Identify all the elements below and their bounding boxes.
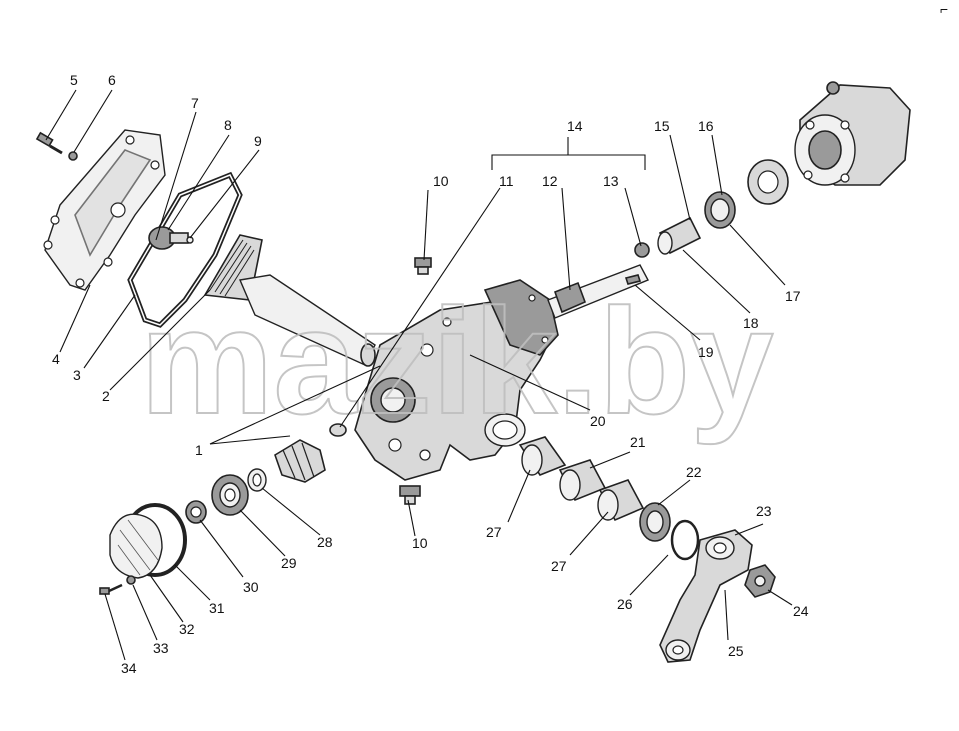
label-18: 18 [743,315,759,331]
part-ball-bearing [211,474,249,516]
label-27-b: 27 [551,558,567,574]
label-31: 31 [209,600,225,616]
label-30: 30 [243,579,259,595]
part-filler-plug-top [414,257,432,275]
part-bushing [657,216,702,255]
part-cover-bolt [35,131,78,161]
part-oil-seal [639,502,671,542]
callout-labels: 1 2 3 4 5 6 7 8 9 10 10 11 12 13 14 15 1… [52,72,809,676]
label-14: 14 [567,118,583,134]
label-10-top: 10 [433,173,449,189]
label-17: 17 [785,288,801,304]
part-key [624,274,642,285]
label-29: 29 [281,555,297,571]
part-sector-shaft [203,234,376,367]
label-33: 33 [153,640,169,656]
part-sleeve-3 [597,479,645,522]
label-8: 8 [224,117,232,133]
label-4: 4 [52,351,60,367]
label-11: 11 [499,173,514,189]
part-bearing-cap [747,159,789,205]
label-1: 1 [195,442,203,458]
part-small-plug [329,423,347,437]
part-snap-ring [670,519,700,561]
label-10-bottom: 10 [412,535,428,551]
label-23: 23 [756,503,772,519]
label-21: 21 [630,434,646,450]
label-28: 28 [317,534,333,550]
label-5: 5 [70,72,78,88]
part-rubber-boot [274,439,326,483]
label-19: 19 [698,344,714,360]
part-end-bolt [99,583,123,595]
label-7: 7 [191,95,199,111]
part-castle-nut [744,564,776,598]
part-upper-cover-assembly [794,81,911,186]
label-26: 26 [617,596,633,612]
label-32: 32 [179,621,195,637]
label-20: 20 [590,413,606,429]
label-13: 13 [603,173,619,189]
part-steering-gear-housing [354,279,559,481]
label-16: 16 [698,118,714,134]
watermark: mazik.by [140,277,774,445]
label-34: 34 [121,660,137,676]
label-12: 12 [542,173,558,189]
part-end-washer [126,575,136,585]
label-6: 6 [108,72,116,88]
corner-mark: ⌐ [940,1,948,17]
part-gasket [127,171,243,328]
part-pitman-arm [659,529,753,663]
label-27-a: 27 [486,524,502,540]
part-sleeve-2 [558,459,607,502]
label-3: 3 [73,367,81,383]
label-24: 24 [793,603,809,619]
label-22: 22 [686,464,702,480]
part-bearing-race [247,468,267,492]
part-sleeve-1 [518,436,567,476]
part-seal-ring [704,191,736,229]
label-25: 25 [728,643,744,659]
part-cover-plate [43,129,166,291]
part-lock-ring [634,242,650,258]
label-9: 9 [254,133,262,149]
label-15: 15 [654,118,670,134]
part-adjusting-screw [148,226,194,250]
part-worm-shaft [547,264,649,319]
part-adjusting-nut [185,500,207,524]
part-end-cover [109,513,163,579]
leader-lines [45,89,793,661]
part-drain-plug-bottom [399,485,421,505]
label-2: 2 [102,388,110,404]
